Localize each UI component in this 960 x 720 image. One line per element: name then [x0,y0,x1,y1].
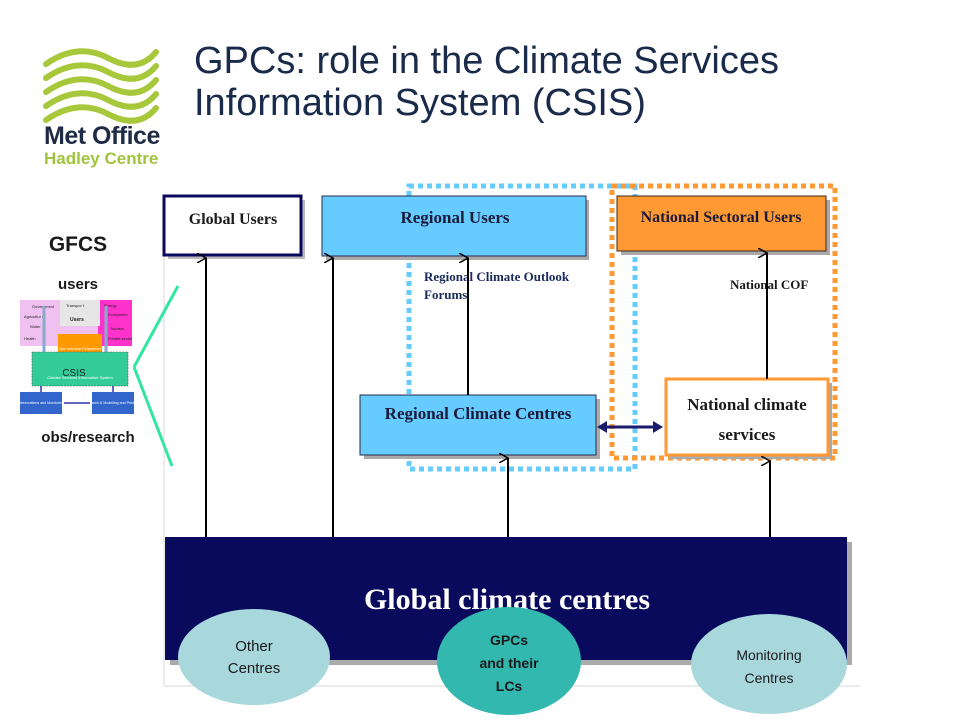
arrowhead-left [597,421,607,433]
connector-line-bottom [132,366,174,467]
thumb-cell-users: Users [70,317,84,323]
thumb-cell-water: Water [30,324,41,329]
national-users-box [616,195,827,252]
met-office-logo [43,48,159,124]
thumb-cell-tourism: Tourism [110,326,125,331]
users-label: users [58,276,98,293]
thumb-cell-private-sector: Private sector [108,336,133,341]
monitoring-centres-label-line-2: Centres [744,670,793,686]
thumb-cell-health: Health [24,336,36,341]
monitoring-centres-oval [691,614,847,714]
other-centres-label-line-2: Centres [228,660,281,677]
global-users-box [162,194,303,257]
connector-line-top [132,285,180,368]
thumb-cell-agriculture: Agricultur e [24,314,45,319]
regional-dotted-region [406,183,638,472]
thumb-system-label: Climate Services Information System [47,375,113,380]
gfcs-heading: GFCS [49,233,107,256]
logo-wave-1 [43,48,159,68]
regional-users-label: Regional Users [400,208,509,227]
arrowhead-right [653,421,663,433]
thumb-cell-ecosystem: Ecosystem [108,312,128,317]
thumb-research-label: Research & Modelling and Prediction [83,401,142,405]
rcof-label-line-2: Forums [424,287,467,302]
thumb-research-box [92,392,134,414]
ncs-box [664,377,830,457]
thumb-users-right [98,300,132,346]
thumb-cell-energy: Energy [104,303,117,308]
rcc-box [359,394,597,456]
rcc-label: Regional Climate Centres [385,404,572,423]
thumb-cell-transport: Transpor t [66,303,85,308]
national-users-label: National Sectoral Users [641,209,802,226]
gpcs-oval [437,607,581,715]
thumb-interface-label: User Interface Programme [59,347,101,351]
thumb-users-centre [60,300,100,326]
logo-wave-2 [43,62,159,82]
thumb-obs-label: Observations and Monitoring [18,401,64,405]
regional-users-box [321,195,587,257]
logo-wave-5 [43,104,159,124]
obs-research-label: obs/research [41,429,134,446]
page-title: GPCs: role in the Climate Services Infor… [194,40,779,124]
monitoring-centres-label-line-1: Monitoring [736,647,801,663]
logo-text-hadley-centre: Hadley Centre [44,149,159,168]
other-centres-label-line-1: Other [235,638,273,655]
logo-wave-3 [43,76,159,96]
gpcs-label-line-2: and their [479,655,539,671]
logo-wave-4 [43,90,159,110]
thumb-obs-box [20,392,62,414]
ncs-label-line-1: National climate [687,395,807,414]
rcof-label-line-1: Regional Climate Outlook [424,269,570,284]
logo-text-met-office: Met Office [44,122,160,150]
global-users-label: Global Users [189,211,277,228]
other-centres-oval [178,609,330,705]
page-title-line-2: Information System (CSIS) [194,82,646,124]
gpcs-label-line-3: LCs [496,678,523,694]
thumb-csis-label: CSIS [62,368,86,379]
gfcs-thumbnail: Government Transpor t Energy Agricultur … [18,300,143,414]
gpcs-label-line-1: GPCs [490,632,528,648]
ncs-label-line-2: services [719,425,776,444]
page-title-line-1: GPCs: role in the Climate Services [194,40,779,82]
national-cof-label: National COF [730,277,808,292]
thumb-system-box [31,351,129,387]
